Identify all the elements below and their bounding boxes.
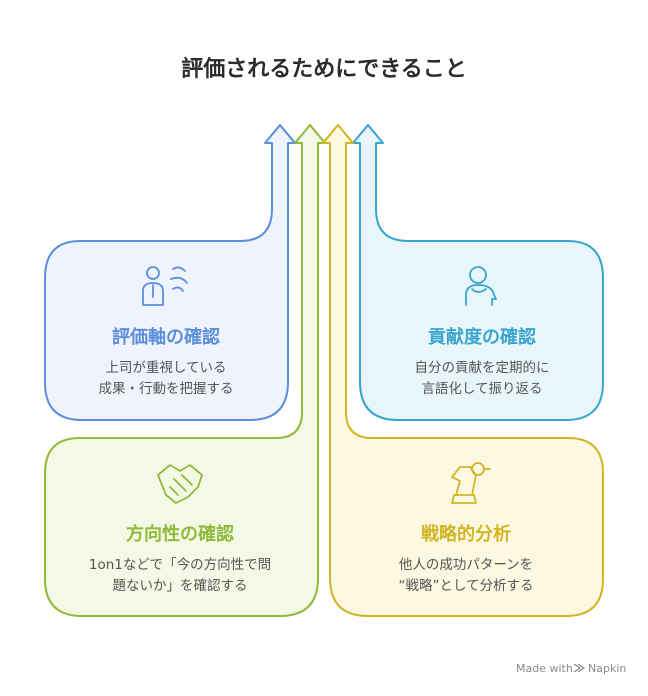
card-desc-evaluation-axis-line1: 上司が重視している <box>105 360 226 376</box>
card-direction-box <box>44 124 326 617</box>
head-profile-icon <box>465 266 497 306</box>
card-contribution: 貢献度の確認 自分の貢献を定期的に 言語化して振り返る <box>352 124 604 421</box>
card-desc-evaluation-axis-line2: 成果・行動を把握する <box>99 381 234 397</box>
card-strategy-box <box>322 124 604 617</box>
card-evaluation-axis-box <box>44 124 296 421</box>
card-title-contribution: 貢献度の確認 <box>428 326 536 348</box>
card-contribution-box <box>352 124 604 421</box>
card-evaluation-axis: 評価軸の確認 上司が重視している 成果・行動を把握する <box>44 124 296 421</box>
handshake-icon <box>157 464 203 504</box>
chess-knight-icon <box>451 462 491 504</box>
card-desc-contribution-line1: 自分の貢献を定期的に <box>415 360 550 376</box>
credit-brand: Napkin <box>588 662 626 675</box>
card-desc-strategy-line2: “戦略”として分析する <box>398 578 533 594</box>
napkin-logo-icon <box>573 663 586 673</box>
card-desc-direction-line2: 題ないか」を確認する <box>113 578 248 594</box>
credit-made-with: Made with <box>516 662 573 675</box>
card-desc-strategy-line1: 他人の成功パターンを <box>399 557 533 573</box>
card-desc-contribution-line2: 言語化して振り返る <box>421 380 542 397</box>
card-direction: 方向性の確認 1on1などで「今の方向性で問 題ないか」を確認する <box>44 124 326 617</box>
napkin-credit[interactable]: Made with Napkin <box>516 662 626 675</box>
card-title-direction: 方向性の確認 <box>126 523 234 545</box>
card-desc-direction-line1: 1on1などで「今の方向性で問 <box>89 557 271 573</box>
person-speaking-icon <box>142 266 188 306</box>
page-title: 評価されるためにできること <box>181 56 467 82</box>
card-strategy: 戦略的分析 他人の成功パターンを “戦略”として分析する <box>322 124 604 617</box>
card-title-evaluation-axis: 評価軸の確認 <box>112 326 220 348</box>
card-title-strategy: 戦略的分析 <box>421 523 511 545</box>
